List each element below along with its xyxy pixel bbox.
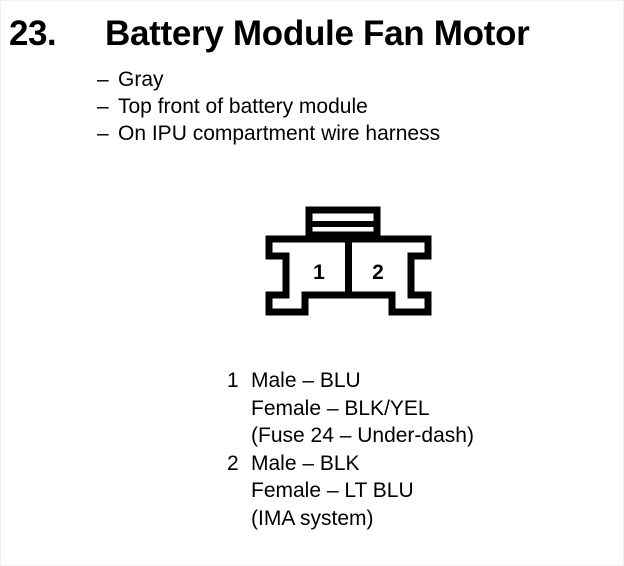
pin-detail-line: Female – LT BLU <box>251 479 414 502</box>
pin-description-row: 0 (IMA system) <box>227 505 607 533</box>
pin-description-row: 0 Female – LT BLU <box>227 477 607 505</box>
pin-number-spacer: 0 <box>227 477 251 505</box>
attribute-label: Gray <box>118 68 164 91</box>
dash-bullet-icon: – <box>97 122 109 145</box>
pin-number-spacer: 0 <box>227 395 251 423</box>
attribute-label: On IPU compartment wire harness <box>118 122 441 145</box>
attribute-item: – On IPU compartment wire harness <box>97 120 597 147</box>
pin-description-row: 2 Male – BLK <box>227 450 607 478</box>
pin-detail-line: Male – BLU <box>251 369 361 392</box>
pin-description-group: 2 Male – BLK 0 Female – LT BLU 0 (IMA sy… <box>227 450 607 533</box>
pin-description-row: 0 (Fuse 24 – Under-dash) <box>227 422 607 450</box>
connector-pin-1-label: 1 <box>313 261 325 284</box>
connector-diagram: 1 2 <box>256 201 446 326</box>
pin-description-list: 1 Male – BLU 0 Female – BLK/YEL 0 (Fuse … <box>227 367 607 532</box>
pin-number: 2 <box>227 451 239 475</box>
pin-detail-line: Female – BLK/YEL <box>251 396 430 420</box>
pin-detail-line: (IMA system) <box>251 506 374 530</box>
dash-bullet-icon: – <box>97 68 109 91</box>
pin-description-row: 0 Female – BLK/YEL <box>227 395 607 423</box>
page-heading: 23. Battery Module Fan Motor <box>1 13 624 59</box>
pin-number-spacer: 0 <box>227 422 251 450</box>
pin-number-spacer: 0 <box>227 505 251 533</box>
connector-outline-svg: 1 2 <box>265 206 432 316</box>
dash-bullet-icon: – <box>97 95 109 118</box>
attribute-item: – Top front of battery module <box>97 93 597 120</box>
pin-detail-line: (Fuse 24 – Under-dash) <box>251 424 474 447</box>
attribute-label: Top front of battery module <box>118 95 368 118</box>
connector-pin-2-label: 2 <box>372 261 384 284</box>
pin-detail-line: Male – BLK <box>251 451 360 475</box>
heading-item-number: 23. <box>9 14 57 53</box>
pin-description-group: 1 Male – BLU 0 Female – BLK/YEL 0 (Fuse … <box>227 367 607 450</box>
pin-number: 1 <box>227 369 239 392</box>
attribute-item: – Gray <box>97 66 597 93</box>
page-title: Battery Module Fan Motor <box>105 14 530 53</box>
attribute-list: – Gray – Top front of battery module – O… <box>97 66 597 147</box>
pin-description-row: 1 Male – BLU <box>227 367 607 395</box>
